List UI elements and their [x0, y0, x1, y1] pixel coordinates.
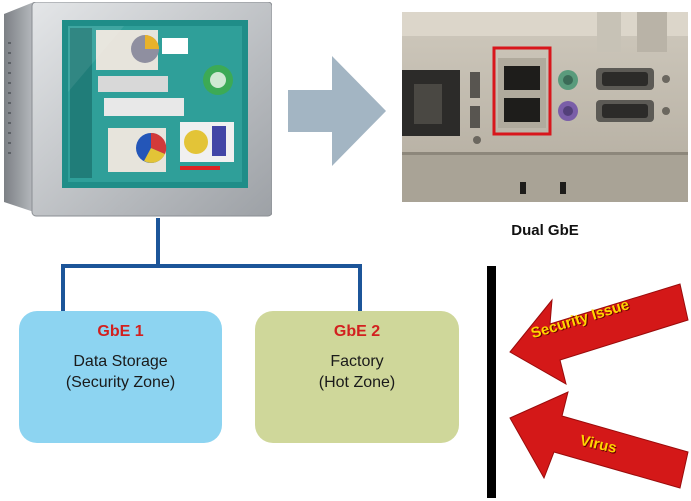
panel-pc-image [4, 2, 272, 217]
security-issue-arrow-icon [509, 283, 689, 386]
connector-line-vertical [156, 218, 160, 266]
gbe1-label: GbE 1 [97, 323, 144, 340]
connector-line-left-drop [61, 264, 65, 312]
data-storage-zone: GbE 1 Data Storage (Security Zone) [19, 311, 222, 443]
gbe2-label: GbE 2 [333, 323, 381, 340]
virus-arrow-icon [509, 391, 689, 489]
right-arrow-icon [288, 56, 386, 166]
dual-lan-port-image [402, 12, 688, 202]
data-storage-title: Data Storage [73, 353, 168, 370]
security-zone-subtitle: (Security Zone) [65, 374, 176, 391]
factory-title: Factory [330, 353, 384, 370]
firewall-barrier [487, 266, 496, 498]
connector-line-right-drop [358, 264, 362, 312]
factory-zone: GbE 2 Factory (Hot Zone) [255, 311, 459, 443]
connector-line-horizontal [61, 264, 362, 268]
dual-gbe-caption: Dual GbE [511, 222, 579, 239]
hot-zone-subtitle: (Hot Zone) [318, 374, 396, 391]
